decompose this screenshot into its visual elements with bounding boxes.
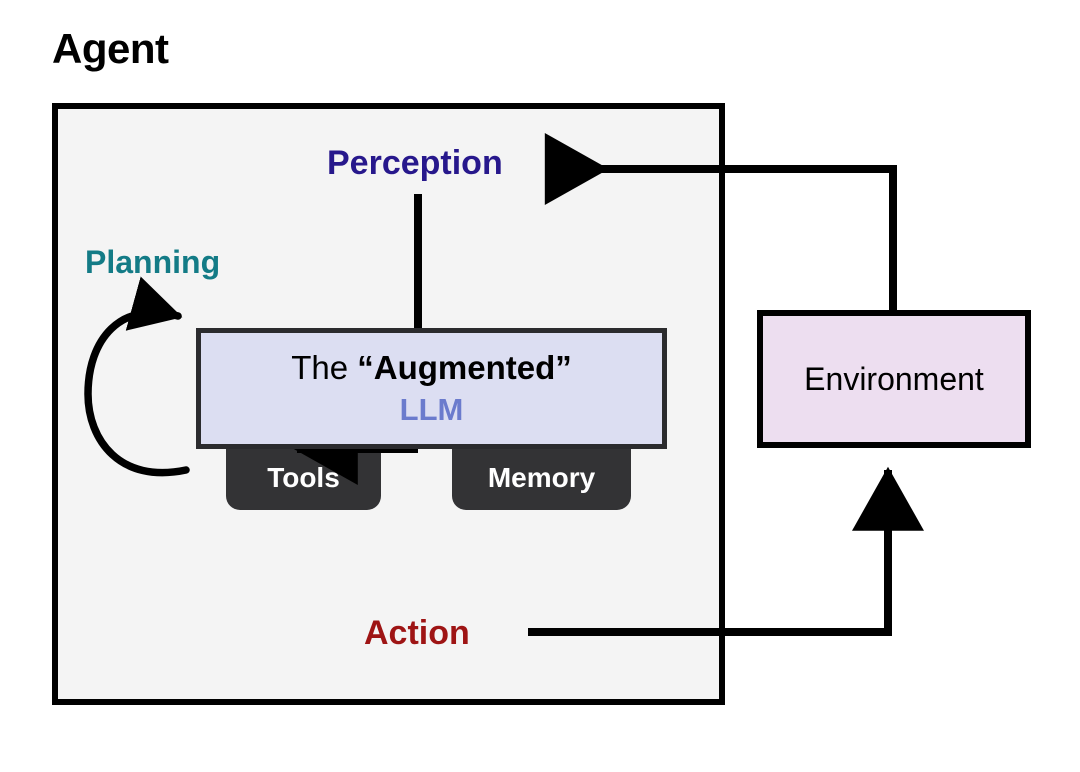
llm-title-line: The “Augmented” <box>291 348 572 386</box>
augmented-llm-box: The “Augmented” LLM <box>196 328 667 449</box>
llm-title-emphasis: “Augmented” <box>357 348 572 386</box>
label-action: Action <box>364 614 470 652</box>
llm-subtitle: LLM <box>399 391 464 427</box>
environment-label: Environment <box>804 360 984 397</box>
label-planning: Planning <box>85 244 221 280</box>
page-title: Agent <box>52 25 169 72</box>
tools-tab: Tools <box>226 446 381 510</box>
llm-title-prefix: The <box>291 348 358 386</box>
tools-label: Tools <box>267 462 340 493</box>
memory-tab: Memory <box>452 446 631 510</box>
label-perception: Perception <box>327 144 503 182</box>
environment-box: Environment <box>757 310 1031 448</box>
memory-label: Memory <box>487 462 596 493</box>
